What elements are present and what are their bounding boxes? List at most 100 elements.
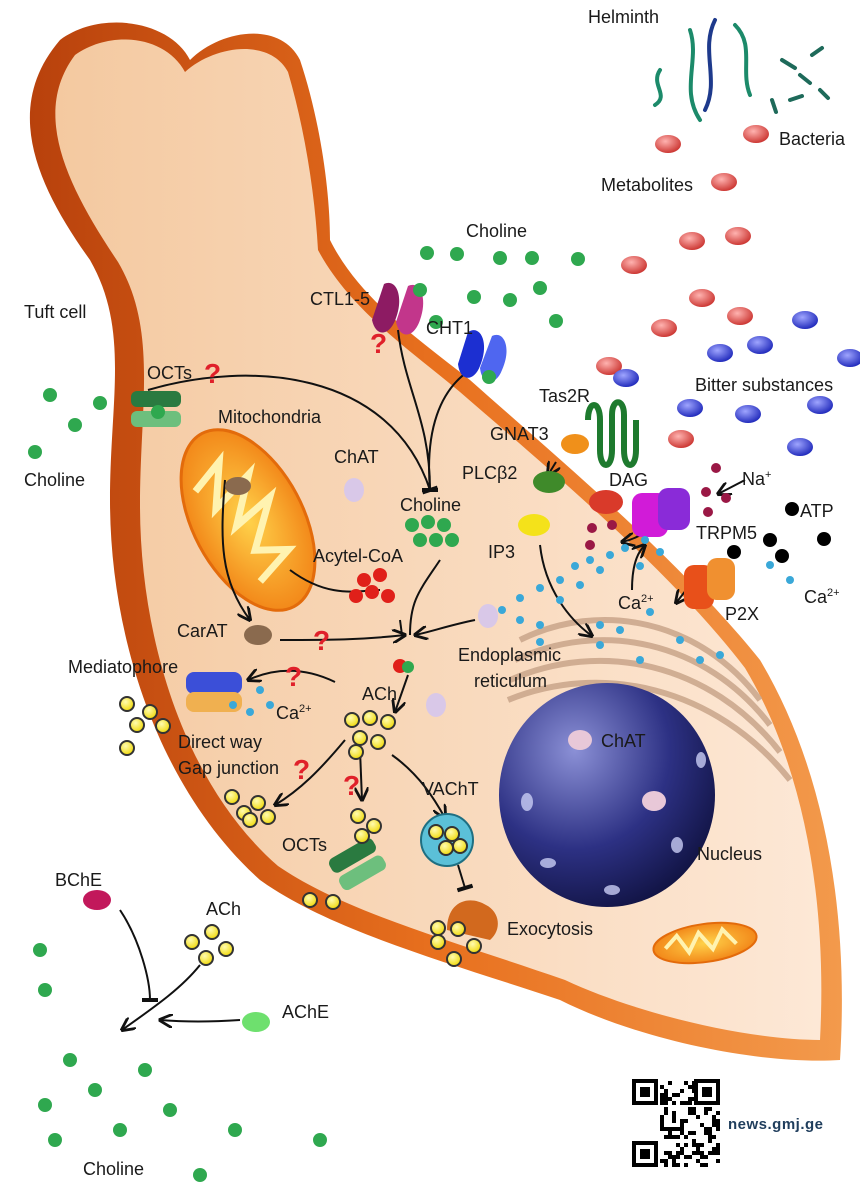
- atp-dot: [763, 533, 777, 547]
- qr-module: [704, 1127, 708, 1131]
- choline-dot: [28, 445, 42, 459]
- chat-blob-nucleus-2: [642, 791, 666, 811]
- ca-right-sup: 2+: [827, 587, 840, 599]
- choline-dot: [429, 533, 443, 547]
- qr-module: [688, 1097, 692, 1101]
- qr-module: [704, 1155, 708, 1159]
- qr-module: [688, 1111, 692, 1115]
- question-mark-mediatophore: ?: [285, 661, 303, 692]
- sodium-dot: [721, 493, 731, 503]
- choline-dot: [493, 251, 507, 265]
- ip3-molecule: [518, 514, 550, 536]
- choline-dot: [313, 1133, 327, 1147]
- metabolite-dot: [651, 319, 677, 337]
- molecule-dots: [28, 125, 860, 1182]
- qr-module: [708, 1131, 712, 1135]
- qr-module: [660, 1127, 664, 1131]
- trpm5-channel: [632, 488, 690, 537]
- ach-dot: [224, 789, 240, 805]
- qr-module: [676, 1155, 680, 1159]
- label-metabolites: Metabolites: [601, 175, 694, 195]
- calcium-dot: [616, 626, 624, 634]
- choline-dot: [405, 518, 419, 532]
- label-cht1: CHT1: [426, 318, 474, 338]
- ach-dot: [370, 734, 386, 750]
- metabolite-dot: [689, 289, 715, 307]
- choline-dot: [549, 314, 563, 328]
- ach-dot: [354, 828, 370, 844]
- label-ctl: CTL1-5: [310, 289, 371, 309]
- choline-dot: [88, 1083, 102, 1097]
- calcium-dot: [716, 651, 724, 659]
- ach-dot: [450, 921, 466, 937]
- ctl-transporter: [372, 282, 424, 335]
- ach-dot: [198, 950, 214, 966]
- atp-dot: [727, 545, 741, 559]
- qr-module: [680, 1151, 684, 1155]
- label-choline-bottom: Choline: [83, 1159, 145, 1179]
- metabolite-dot: [727, 307, 753, 325]
- qr-module: [712, 1151, 716, 1155]
- calcium-dot: [536, 638, 544, 646]
- metabolite-dot: [679, 232, 705, 250]
- ach-dot: [129, 717, 145, 733]
- ach-dot: [348, 744, 364, 760]
- sodium-dot: [587, 523, 597, 533]
- ach-dot: [438, 840, 454, 856]
- metabolite-dot: [621, 256, 647, 274]
- qr-module: [684, 1081, 688, 1085]
- choline-dot-small: [402, 661, 414, 673]
- watermark-text: news.gmj.ge: [728, 1116, 824, 1133]
- qr-module: [692, 1143, 696, 1147]
- calcium-dot: [536, 584, 544, 592]
- choline-dot: [138, 1063, 152, 1077]
- choline-dot: [445, 533, 459, 547]
- qr-module: [660, 1119, 664, 1123]
- qr-module: [696, 1151, 700, 1155]
- qr-module: [688, 1131, 692, 1135]
- label-bitter: Bitter substances: [695, 375, 834, 395]
- ach-dot: [325, 894, 341, 910]
- ach-dot: [430, 920, 446, 936]
- ach-dot: [428, 824, 444, 840]
- qr-module: [672, 1159, 676, 1163]
- label-bche: BChE: [55, 870, 103, 890]
- plcb2-enzyme: [533, 471, 565, 493]
- qr-module: [660, 1123, 664, 1127]
- calcium-dot: [641, 536, 649, 544]
- qr-module: [716, 1147, 720, 1151]
- choline-dot: [163, 1103, 177, 1117]
- qr-module: [696, 1147, 700, 1151]
- na-base: Na: [742, 469, 766, 489]
- sodium-dot: [607, 520, 617, 530]
- qr-module: [676, 1163, 680, 1167]
- metabolite-dot: [596, 357, 622, 375]
- qr-module: [680, 1127, 684, 1131]
- label-trpm5: TRPM5: [696, 523, 758, 543]
- qr-module: [712, 1147, 716, 1151]
- qr-code: [632, 1079, 720, 1167]
- qr-module: [664, 1111, 668, 1115]
- choline-dot: [429, 315, 443, 329]
- ach-dot: [250, 795, 266, 811]
- qr-module: [708, 1135, 712, 1139]
- label-ip3: IP3: [488, 542, 516, 562]
- tas2r-receptor: [585, 399, 639, 468]
- ach-dot: [119, 696, 135, 712]
- nucleus: [499, 683, 715, 907]
- qr-module: [716, 1119, 720, 1123]
- bitter-dot: [807, 396, 833, 414]
- qr-module: [660, 1101, 664, 1105]
- chat-blob: [344, 478, 364, 502]
- qr-module: [668, 1155, 672, 1159]
- qr-module: [708, 1139, 712, 1143]
- qr-module: [700, 1163, 704, 1167]
- question-mark-ctl: ?: [370, 328, 388, 359]
- ach-dot: [344, 712, 360, 728]
- ach-dot: [366, 818, 382, 834]
- choline-dot: [533, 281, 547, 295]
- choline-dot: [571, 252, 585, 266]
- label-nucleus: Nucleus: [697, 844, 763, 864]
